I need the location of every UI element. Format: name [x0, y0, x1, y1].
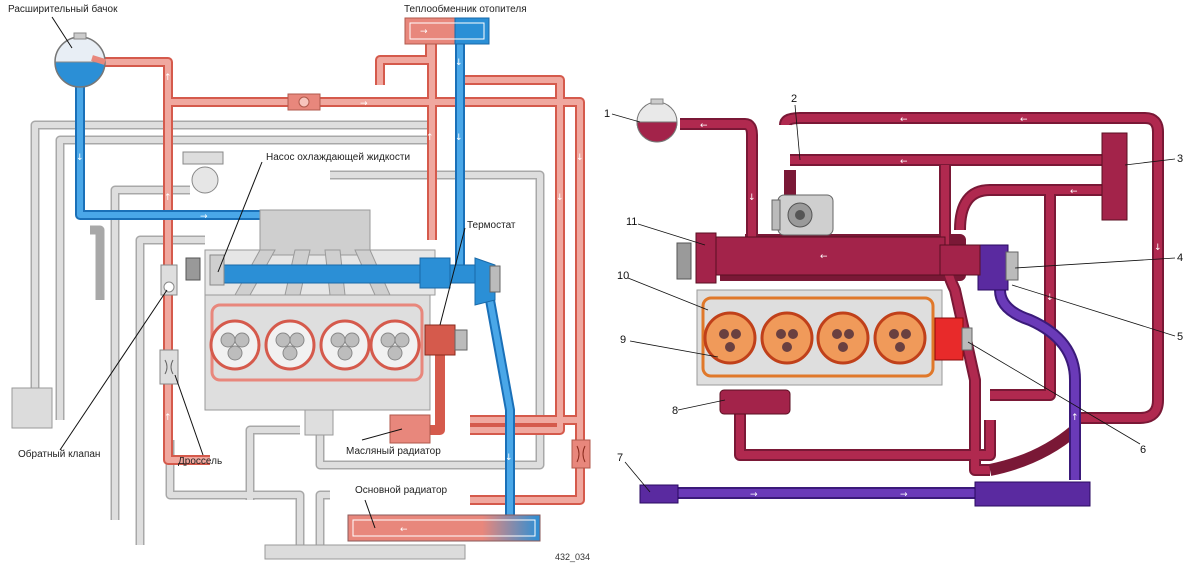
svg-text:←: ←	[400, 525, 408, 535]
left-block	[11, 387, 53, 429]
svg-text:←: ←	[1020, 115, 1028, 125]
svg-text:←: ←	[900, 115, 908, 125]
label-expansion-tank: Расширительный бачок	[8, 3, 118, 15]
svg-text:↑: ↑	[164, 413, 172, 423]
svg-text:↓: ↓	[505, 453, 513, 463]
svg-text:→: →	[200, 212, 208, 222]
svg-text:↑: ↑	[426, 133, 434, 143]
svg-text:→: →	[750, 490, 758, 500]
callout-10: 10	[617, 270, 629, 282]
left-diagram: ↑ ↑ ↑ ↓ ↓ ↓ ↑ ↓ ↓ ↓ → → → ← Расширительн…	[8, 3, 591, 562]
svg-text:→: →	[900, 490, 908, 500]
right-thermostat-housing	[939, 244, 1019, 291]
callout-8: 8	[672, 405, 678, 417]
right-oil-cooler	[719, 389, 791, 415]
right-radiator	[974, 481, 1091, 507]
base-plate	[264, 544, 466, 560]
flow-arrows: ↑ ↑ ↑ ↓ ↓ ↓ ↑ ↓ ↓ ↓ → → → ←	[76, 27, 584, 535]
svg-text:←: ←	[700, 121, 708, 131]
callout-2: 2	[791, 93, 797, 105]
svg-text:↓: ↓	[455, 133, 463, 143]
leader-lines	[51, 16, 466, 529]
svg-text:↓: ↓	[1046, 293, 1054, 303]
heater-core	[404, 17, 490, 45]
svg-text:↑: ↑	[1071, 413, 1079, 423]
oil-cooler	[389, 414, 431, 444]
right-flow-arrows: ← ← ← ↓ ← ← ← ↓ ↓ → → ↑	[700, 115, 1162, 500]
svg-text:↓: ↓	[455, 58, 463, 68]
main-radiator	[347, 514, 541, 542]
right-diagram: ← ← ← ↓ ← ← ← ↓ ↓ → → ↑ 1	[604, 93, 1183, 507]
check-valve	[160, 264, 178, 296]
svg-text:↓: ↓	[748, 193, 756, 203]
right-heater-core	[1101, 132, 1128, 221]
label-coolant-pump: Насос охлаждающей жидкости	[266, 152, 410, 163]
svg-text:↓: ↓	[76, 153, 84, 163]
svg-text:↑: ↑	[164, 73, 172, 83]
svg-text:↓: ↓	[556, 193, 564, 203]
label-thermostat: Термостат	[467, 220, 516, 231]
right-expansion-tank	[636, 98, 678, 143]
callout-11: 11	[626, 216, 637, 228]
callout-5: 5	[1177, 331, 1183, 343]
svg-text:←: ←	[900, 157, 908, 167]
svg-text:←: ←	[820, 252, 828, 262]
callout-1: 1	[604, 108, 610, 120]
callout-7: 7	[617, 452, 623, 464]
expansion-tank	[54, 32, 106, 88]
label-check-valve: Обратный клапан	[18, 448, 100, 460]
cylinders	[209, 303, 424, 382]
callout-4: 4	[1177, 252, 1183, 264]
right-pump-unit	[771, 194, 834, 236]
throttle-body	[159, 349, 179, 385]
thermostat-housing	[424, 257, 501, 356]
label-throttle: Дроссель	[178, 456, 222, 467]
svg-text:→: →	[420, 27, 428, 37]
label-heater-core: Теплообменник отопителя	[404, 3, 527, 15]
callout-6: 6	[1140, 444, 1146, 456]
coolant-pump	[182, 151, 225, 286]
right-cylinders	[701, 296, 935, 378]
right-engine-block	[676, 232, 973, 386]
svg-text:←: ←	[1070, 187, 1078, 197]
svg-text:↓: ↓	[1154, 243, 1162, 253]
label-main-radiator: Основной радиатор	[355, 485, 448, 496]
figure-code: 432_034	[555, 552, 590, 562]
callout-9: 9	[620, 334, 626, 346]
svg-text:↑: ↑	[164, 193, 172, 203]
svg-text:→: →	[360, 99, 368, 109]
inline-restrictor	[571, 439, 591, 469]
label-oil-cooler: Масляный радиатор	[346, 446, 441, 457]
right-leader-lines	[611, 104, 1176, 493]
svg-text:↓: ↓	[576, 153, 584, 163]
callout-3: 3	[1177, 153, 1183, 165]
